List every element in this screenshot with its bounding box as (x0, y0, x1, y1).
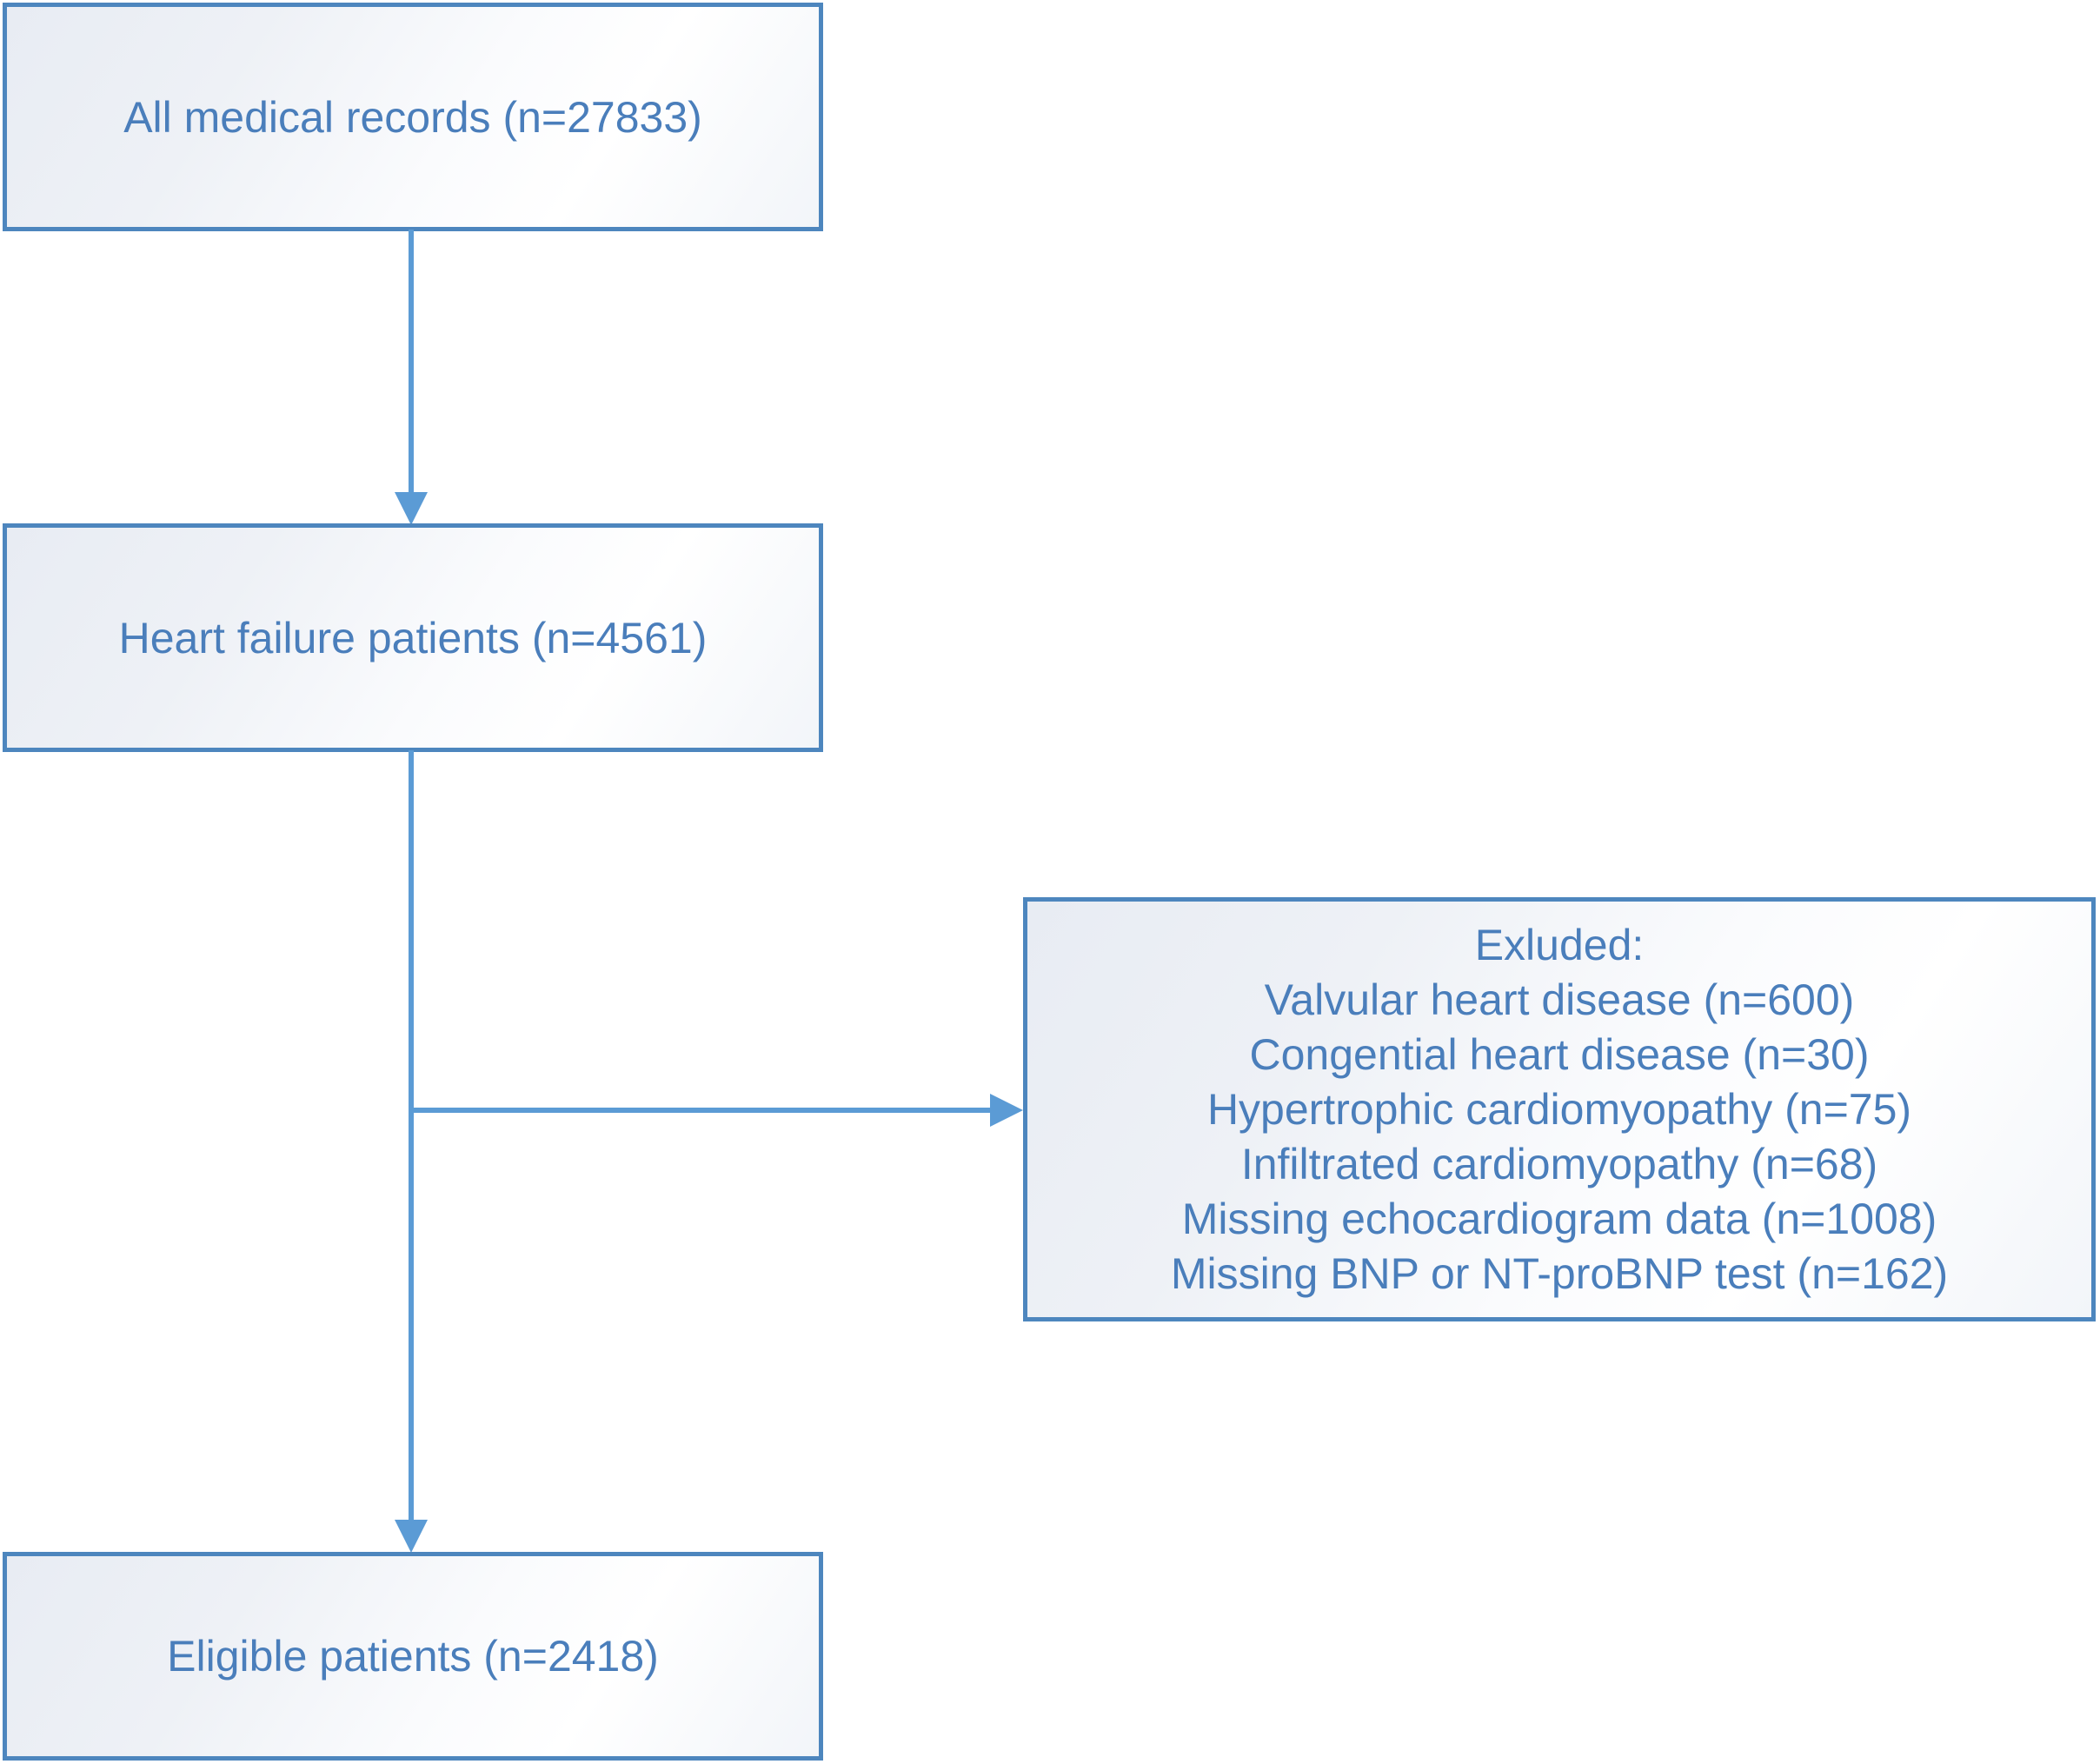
arrowhead-down-icon (395, 492, 428, 525)
excluded-item: Valvular heart disease (n=600) (1264, 975, 1855, 1024)
excluded-item: Infiltrated cardiomyopathy (n=68) (1240, 1139, 1878, 1188)
node-heart-failure-patients-label: Heart failure patients (n=4561) (118, 613, 708, 662)
node-heart-failure-patients: Heart failure patients (n=4561) (3, 523, 823, 752)
excluded-item: Hypertrophic cardiomyopathy (n=75) (1206, 1084, 1912, 1134)
excluded-item: Missing BNP or NT-proBNP test (n=162) (1170, 1248, 1949, 1298)
arrow-line-branch-to-excluded (411, 1108, 992, 1113)
excluded-item: Missing echocardiogram data (n=1008) (1181, 1194, 1937, 1243)
node-eligible-patients-label: Eligible patients (n=2418) (167, 1632, 659, 1681)
excluded-title: Exluded: (1474, 920, 1645, 969)
node-excluded: Exluded: Valvular heart disease (n=600) … (1023, 897, 2096, 1321)
node-eligible-patients: Eligible patients (n=2418) (3, 1552, 823, 1761)
arrow-line-heart-failure-to-eligible (409, 750, 414, 1521)
arrowhead-right-icon (990, 1094, 1023, 1127)
arrow-line-records-to-heart-failure (409, 230, 414, 494)
arrowhead-down-icon (395, 1520, 428, 1553)
node-all-medical-records-label: All medical records (n=27833) (123, 92, 702, 142)
excluded-item: Congential heart disease (n=30) (1249, 1029, 1870, 1079)
node-all-medical-records: All medical records (n=27833) (3, 3, 823, 231)
